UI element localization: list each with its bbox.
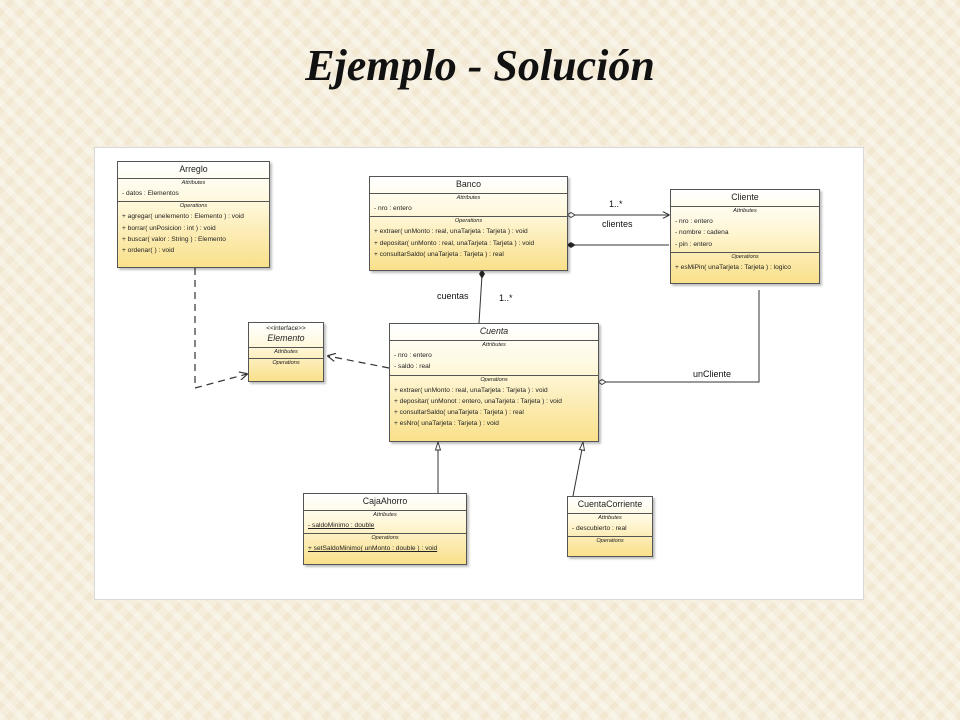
operations-caption: Operations <box>454 218 483 225</box>
operation: + esMiPin( unaTarjeta : Tarjeta ) : logi… <box>675 263 791 271</box>
composition-diamond-banco-cliente <box>566 241 576 249</box>
class-name: CuentaCorriente <box>577 499 643 509</box>
attribute: - saldoMinimo : double <box>308 522 375 530</box>
operation: + setSaldoMinimo( unMonto : double ) : v… <box>308 545 438 553</box>
attributes-caption: Attributes <box>373 512 397 519</box>
aggregation-diamond-banco-cliente <box>566 211 576 219</box>
class-name: Arreglo <box>179 164 208 174</box>
attributes-caption: Attributes <box>733 208 757 215</box>
generalization-arrow-cuentacorriente <box>578 440 586 452</box>
attribute: - nombre : cadena <box>675 229 729 237</box>
composition-banco-cuenta <box>478 274 483 324</box>
operation: + extraer( unMonto : real, unaTarjeta : … <box>374 228 528 236</box>
association-cuenta-cliente <box>603 290 760 383</box>
relationship-lines <box>194 148 760 497</box>
operation: + extraer( unMonto : real, unaTarjeta : … <box>394 386 548 394</box>
attribute: - nro : entero <box>374 205 412 213</box>
association-role-uncliente: unCliente <box>693 369 732 379</box>
operation: + agregar( unelemento : Elemento ) : voi… <box>122 213 244 221</box>
association-multiplicity-cuentas: 1..* <box>499 293 513 303</box>
association-role-cuentas: cuentas <box>437 291 469 301</box>
generalization-cuentacorriente-cuenta <box>572 443 584 497</box>
class-cuenta[interactable]: Cuenta Attributes - nro : entero - saldo… <box>389 323 599 442</box>
operation: + buscar( valor : String ) : Elemento <box>122 235 226 243</box>
realization-cuenta-elemento <box>328 356 390 369</box>
attribute: - nro : entero <box>394 352 432 360</box>
operations-caption: Operations <box>731 253 759 260</box>
operation: + consultarSaldo( unaTarjeta : Tarjeta )… <box>394 409 524 417</box>
class-name: Elemento <box>267 333 305 343</box>
association-role-clientes: clientes <box>602 219 633 229</box>
attributes-caption: Attributes <box>274 349 298 356</box>
operation: + depositar( unMonto : real, unaTarjeta … <box>374 239 535 247</box>
uml-class-diagram: 1..* clientes cuentas 1..* unCliente Arr… <box>94 147 864 600</box>
attribute: - nro : entero <box>675 218 713 226</box>
attribute: - saldo : real <box>394 363 431 371</box>
class-cuentacorriente[interactable]: CuentaCorriente Attributes - descubierto… <box>567 496 653 557</box>
operation: + borrar( unPosicion : int ) : void <box>122 224 216 232</box>
class-name: Cliente <box>731 192 759 202</box>
attributes-caption: Attributes <box>181 180 206 187</box>
class-name: Cuenta <box>479 326 509 336</box>
class-cliente[interactable]: Cliente Attributes - nro : entero - nomb… <box>670 189 820 284</box>
composition-diamond-banco-cuenta <box>478 269 486 279</box>
attribute: - datos : Elementos <box>122 190 179 198</box>
class-arreglo[interactable]: Arreglo Attributes - datos : Elementos O… <box>117 161 270 268</box>
interface-elemento[interactable]: <<interface>> Elemento Attributes Operat… <box>248 322 324 382</box>
aggregation-diamond-cuenta-cliente <box>597 378 607 386</box>
slide-title: Ejemplo - Solución <box>305 41 655 90</box>
attributes-caption: Attributes <box>482 342 506 349</box>
generalization-arrow-cajaahorro <box>434 440 442 451</box>
operations-caption: Operations <box>272 360 300 367</box>
association-multiplicity-clientes: 1..* <box>609 199 623 209</box>
attribute: - descubierto : real <box>572 525 627 533</box>
class-banco[interactable]: Banco Attributes - nro : entero Operatio… <box>369 176 568 271</box>
operations-caption: Operations <box>480 376 508 383</box>
operations-caption: Operations <box>371 535 399 542</box>
dependency-arreglo-elemento <box>194 268 247 389</box>
operations-caption: Operations <box>179 203 208 210</box>
class-name: CajaAhorro <box>362 496 408 506</box>
interface-stereotype: <<interface>> <box>266 325 306 332</box>
operations-caption: Operations <box>596 538 624 545</box>
operation: + esNro( unaTarjeta : Tarjeta ) : void <box>394 420 499 428</box>
attributes-caption: Attributes <box>456 195 481 202</box>
operation: + consultarSaldo( unaTarjeta : Tarjeta )… <box>374 250 504 258</box>
operation: + ordenar( ) : void <box>122 247 175 255</box>
attributes-caption: Attributes <box>598 515 622 522</box>
operation: + depositar( unMonot : entero, unaTarjet… <box>394 397 562 405</box>
attribute: - pin : entero <box>675 240 713 248</box>
class-name: Banco <box>456 179 481 189</box>
class-cajaahorro[interactable]: CajaAhorro Attributes - saldoMinimo : do… <box>303 493 467 565</box>
